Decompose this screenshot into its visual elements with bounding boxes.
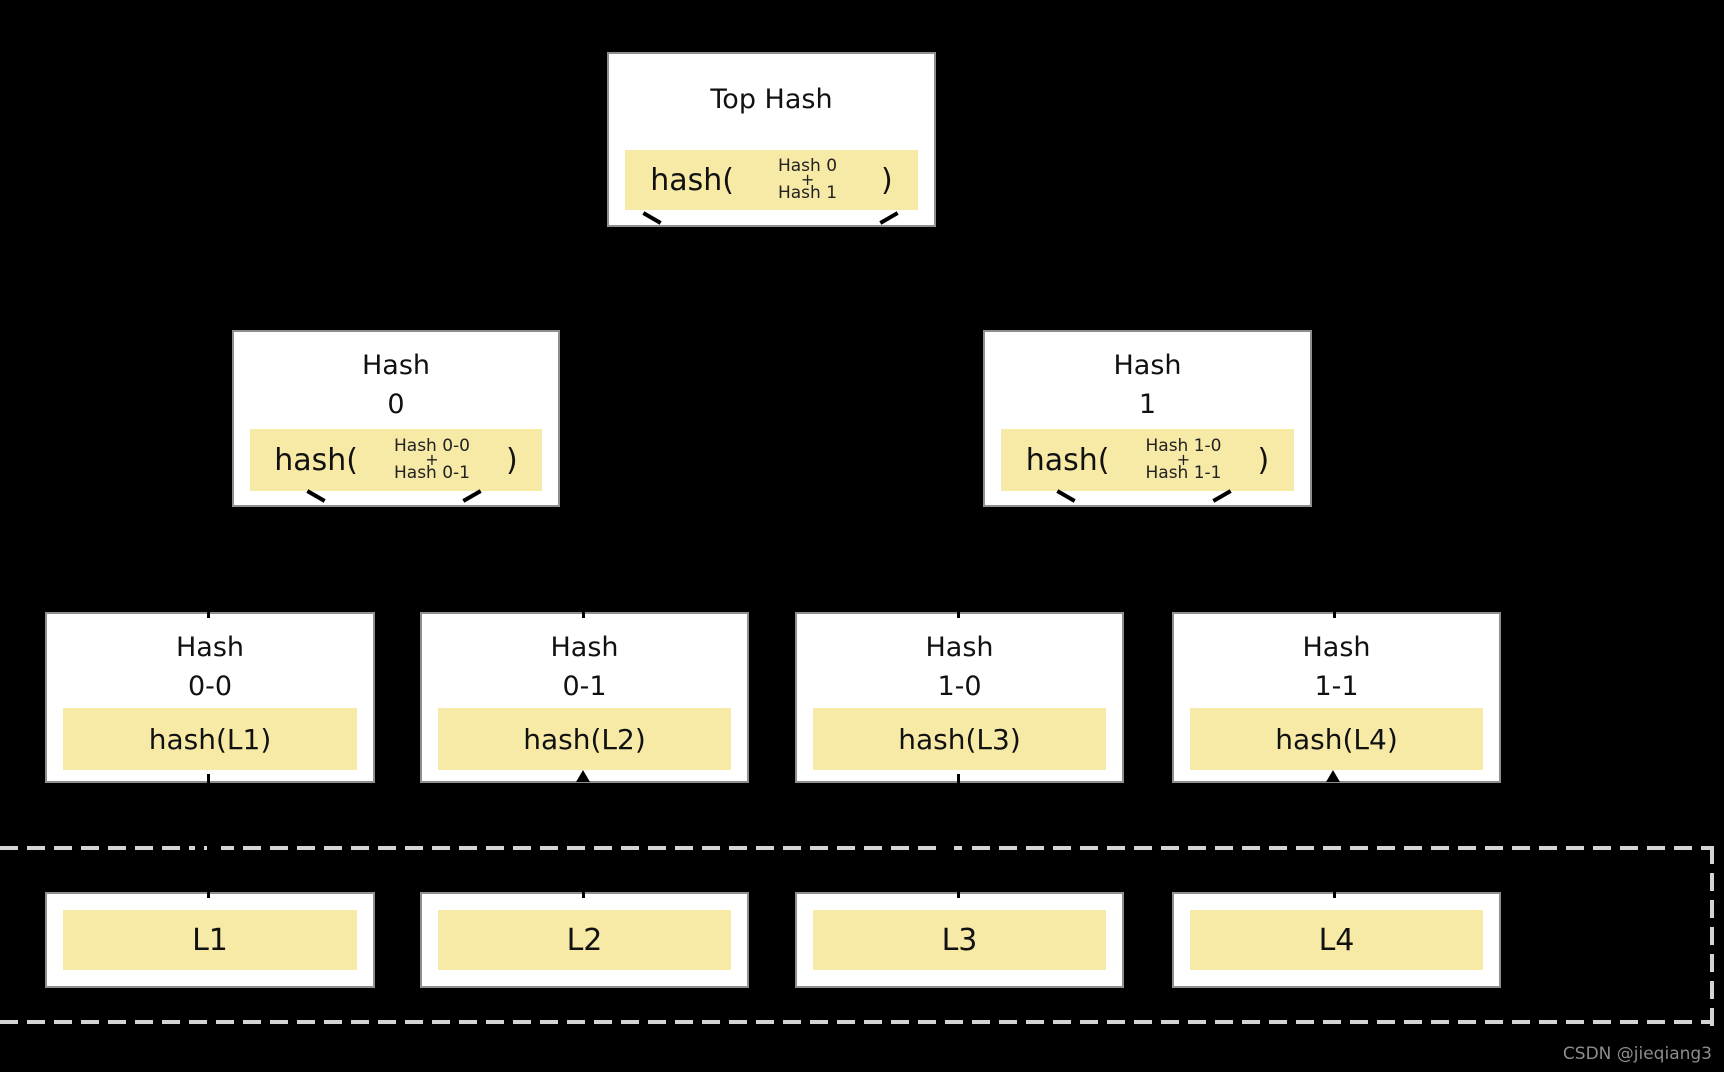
leaf-formula: hash(L1) — [148, 722, 272, 756]
data-block-label-box: L1 — [63, 910, 357, 970]
arrow-notch-icon — [1333, 888, 1336, 898]
arrowhead-icon — [576, 770, 590, 782]
plus-operator: + — [800, 170, 815, 189]
data-block-label: L4 — [1318, 922, 1355, 958]
arrowhead-icon — [1326, 770, 1340, 782]
hash-0-formula-box: hash( Hash 0-0 + Hash 0-1 ) — [250, 429, 542, 491]
leaf-formula: hash(L4) — [1275, 722, 1398, 756]
operand-2: Hash 1-1 — [1145, 463, 1222, 483]
formula-close: ) — [881, 162, 893, 198]
operand-2: Hash 0-1 — [394, 463, 471, 483]
formula-close: ) — [1257, 442, 1270, 478]
title-line1: Hash — [1302, 632, 1371, 663]
hash-1-0-title: Hash 1-0 — [797, 628, 1122, 706]
title-line2: 0-0 — [187, 671, 233, 702]
title-line2: 0-1 — [562, 671, 607, 702]
formula-open: hash( — [650, 162, 734, 198]
top-hash-node: Top Hash hash( Hash 0 + Hash 1 ) — [607, 52, 936, 227]
title-line1: Hash — [925, 632, 994, 663]
title-line2: 1-1 — [1314, 671, 1359, 702]
line-break — [962, 844, 971, 852]
hash-1-1-title: Hash 1-1 — [1174, 628, 1499, 706]
hash-0-0-node: Hash 0-0 hash(L1) — [45, 612, 375, 783]
top-hash-formula-box: hash( Hash 0 + Hash 1 ) — [625, 150, 918, 210]
hash-1-formula-box: hash( Hash 1-0 + Hash 1-1 ) — [1001, 429, 1294, 491]
dashed-boundary-right — [1710, 846, 1714, 1026]
arrow-notch-icon — [957, 888, 960, 898]
leaf-formula: hash(L2) — [523, 722, 646, 756]
hash-0-0-formula-box: hash(L1) — [63, 708, 357, 770]
plus-operator: + — [425, 450, 439, 469]
hash-1-0-node: Hash 1-0 hash(L3) — [795, 612, 1124, 783]
operand-1: Hash 1-0 — [1145, 436, 1222, 456]
hash-1-1-formula-box: hash(L4) — [1190, 708, 1483, 770]
hash-0-node: Hash 0 hash( Hash 0-0 + Hash 0-1 ) — [232, 330, 560, 507]
line-break — [195, 844, 204, 852]
hash-formula: hash( Hash 0-0 + Hash 0-1 ) — [250, 437, 542, 483]
arrow-notch-icon — [957, 774, 960, 784]
title-line1: Hash — [1113, 350, 1182, 381]
formula-close: ) — [506, 442, 518, 478]
hash-0-1-node: Hash 0-1 hash(L2) — [420, 612, 749, 783]
top-hash-title: Top Hash — [710, 84, 833, 115]
formula-open: hash( — [274, 442, 358, 478]
data-block-label: L3 — [941, 922, 978, 958]
line-break — [945, 844, 954, 852]
data-block-l3: L3 — [795, 892, 1124, 988]
hash-0-1-formula-box: hash(L2) — [438, 708, 731, 770]
hash-formula: hash( Hash 1-0 + Hash 1-1 ) — [1001, 437, 1294, 483]
operand-2: Hash 1 — [777, 183, 838, 203]
data-block-label-box: L4 — [1190, 910, 1483, 970]
arrow-notch-icon — [207, 888, 210, 898]
data-block-label: L2 — [566, 922, 603, 958]
data-block-label: L1 — [192, 922, 228, 958]
data-block-l4: L4 — [1172, 892, 1501, 988]
hash-0-1-title: Hash 0-1 — [422, 628, 747, 706]
dashed-boundary-top — [0, 846, 1714, 850]
formula-operands: Hash 0 + Hash 1 — [778, 157, 837, 203]
title-line2: 1 — [1138, 389, 1157, 420]
arrow-notch-icon — [207, 608, 210, 618]
title-line2: 1-0 — [937, 671, 982, 702]
line-break — [212, 844, 221, 852]
plus-operator: + — [1176, 450, 1191, 469]
arrow-notch-icon — [207, 774, 210, 784]
hash-1-title: Hash 1 — [985, 346, 1310, 424]
formula-open: hash( — [1025, 442, 1110, 478]
formula-operands: Hash 0-0 + Hash 0-1 — [394, 437, 470, 483]
operand-1: Hash 0 — [777, 156, 838, 176]
title-line1: Hash — [175, 632, 245, 663]
title-line2: 0 — [387, 389, 405, 420]
leaf-formula: hash(L3) — [898, 722, 1021, 756]
data-block-label-box: L2 — [438, 910, 731, 970]
arrow-notch-icon — [957, 608, 960, 618]
arrow-notch-icon — [1333, 608, 1336, 618]
watermark: CSDN @jieqiang3 — [1562, 1044, 1712, 1064]
arrow-notch-icon — [582, 608, 585, 618]
hash-0-0-title: Hash 0-0 — [47, 628, 373, 706]
operand-1: Hash 0-0 — [394, 436, 471, 456]
formula-operands: Hash 1-0 + Hash 1-1 — [1146, 437, 1222, 483]
hash-1-0-formula-box: hash(L3) — [813, 708, 1106, 770]
title-line1: Hash — [361, 350, 431, 381]
hash-1-1-node: Hash 1-1 hash(L4) — [1172, 612, 1501, 783]
arrow-notch-icon — [582, 888, 585, 898]
hash-1-node: Hash 1 hash( Hash 1-0 + Hash 1-1 ) — [983, 330, 1312, 507]
data-block-label-box: L3 — [813, 910, 1106, 970]
hash-0-title: Hash 0 — [234, 346, 558, 424]
data-block-l2: L2 — [420, 892, 749, 988]
dashed-boundary-bottom — [0, 1020, 1714, 1024]
title-line1: Hash — [550, 632, 619, 663]
hash-formula: hash( Hash 0 + Hash 1 ) — [625, 157, 918, 203]
data-block-l1: L1 — [45, 892, 375, 988]
